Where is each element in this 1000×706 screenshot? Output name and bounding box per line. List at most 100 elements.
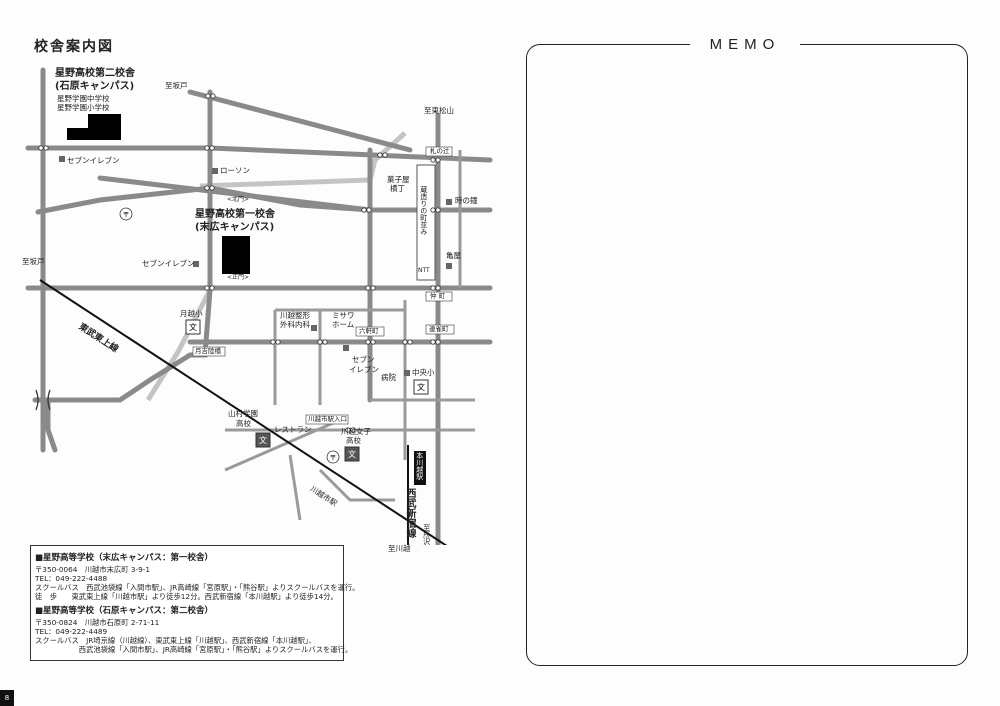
hon-kawagoe-station-label: 本川越駅: [415, 452, 424, 480]
yamamura-label-2: 高校: [236, 419, 251, 428]
campus1-name: 星野高校第一校舎: [195, 209, 275, 220]
campus1-tel: TEL：049-222-4488: [35, 574, 108, 583]
toki-no-kane-marker: [446, 199, 452, 205]
kashiya-label-1: 菓子屋: [387, 175, 410, 184]
joshi-label-2: 高校: [346, 436, 361, 445]
tsukiyoshi-bridge-box: [192, 346, 226, 357]
memo-box: [526, 44, 968, 666]
misawa-label-2: ホーム: [332, 320, 355, 329]
campus2-info-title: ■星野高等学校（石原キャンパス：第二校舎）: [35, 606, 214, 616]
post-symbol: 〒: [330, 454, 337, 462]
traffic-signal-icon: [361, 207, 372, 213]
traffic-signal-icon: [430, 285, 441, 291]
hospital-label: 病院: [381, 373, 396, 382]
campus1-building: [222, 236, 250, 274]
campus2-building: [67, 114, 121, 140]
lawson-label: ローソン: [220, 166, 250, 175]
seven-eleven-label-1: セブンイレブン: [67, 156, 120, 165]
joshi-label-1: 川越女子: [341, 427, 371, 436]
lawson-marker: [212, 168, 218, 174]
traffic-signal-icon: [38, 145, 49, 151]
seven-eleven-marker-1: [59, 156, 65, 162]
ntt-label: NTT: [418, 267, 430, 274]
hospital-marker-1: [311, 325, 317, 331]
light-road: [145, 288, 213, 402]
traffic-signal-icon: [205, 93, 216, 99]
seikei-label-2: 外科内科: [280, 320, 310, 329]
renjakucho-box: [425, 324, 455, 335]
rokkencho-box: [355, 326, 385, 337]
tobu-tojo-railway: [39, 279, 448, 545]
school-symbol: 文: [417, 382, 425, 392]
traffic-signal-icon: [377, 152, 388, 158]
page-title: 校舎案内図: [34, 39, 114, 55]
seven-eleven-marker-2: [193, 261, 199, 267]
memo-title: MEMO: [690, 36, 800, 53]
traffic-signal-icon: [345, 427, 356, 433]
to-sakado-left-label: 至坂戸: [22, 257, 45, 266]
kashiya-label-2: 横丁: [390, 184, 405, 193]
road: [32, 89, 213, 403]
road: [224, 418, 341, 472]
kurazukuri-label: 蔵造りの町並み: [419, 186, 428, 235]
fudanotsuji-label: 札の辻: [430, 147, 450, 155]
jhs-label: 星野学園中学校: [57, 94, 110, 103]
post-symbol: 〒: [123, 211, 130, 219]
campus1-address: 〒350-0064 川越市末広町 3-9-1: [35, 565, 151, 574]
tsuki-elem-label: 月越小: [180, 309, 203, 318]
campus2-bus-2: 西武池袋線「入間市駅」、JR高崎線「宮原駅」・「熊谷駅」よりスクールバスを運行。: [35, 645, 353, 654]
road: [97, 175, 373, 213]
overpass-icon: [35, 389, 51, 411]
campus2-bus-1: スクールバス JR埼京線（川越線）、東武東上線「川越駅」、西武新宿線「本川越駅」…: [35, 636, 316, 645]
traffic-signal-icon: [430, 339, 441, 345]
station-entrance-box: [305, 414, 349, 425]
renjakucho-label: 連雀町: [429, 325, 449, 333]
post-office-icon: [119, 207, 340, 464]
to-sakado-top-label: 至坂戸: [165, 81, 188, 90]
campus1-subname: (末広キャンパス): [195, 222, 275, 233]
traffic-signal-icon: [204, 185, 215, 191]
hon-kawagoe-station-box: [414, 451, 426, 485]
tsukiyoshi-bridge-label: 月吉陸橋: [195, 347, 221, 355]
rokkencho-label: 六軒町: [359, 327, 379, 335]
road: [45, 397, 58, 453]
kameya-label: 亀屋: [446, 251, 461, 260]
seven-eleven-label-3b: イレブン: [349, 365, 379, 374]
misawa-label-1: ミサワ: [332, 311, 355, 320]
chuo-elem-label: 中央小: [412, 368, 435, 377]
road: [288, 454, 302, 521]
campus1-bus: スクールバス 西武池袋線「入間市駅」、JR高崎線「宮原駅」・「熊谷駅」よりスクー…: [35, 583, 360, 592]
school-symbol: 文: [259, 435, 267, 445]
road: [318, 468, 395, 502]
access-info-box: ■星野高等学校（末広キャンパス：第一校舎） 〒350-0064 川越市末広町 3…: [30, 545, 359, 661]
traffic-signal-icon: [204, 145, 215, 151]
yamamura-label-1: 山村学園: [228, 409, 258, 418]
traffic-signal-icon: [365, 285, 376, 291]
school-symbol: 文: [348, 449, 356, 459]
to-tokorozawa-label: 至所沢: [422, 524, 431, 545]
kameya-marker: [446, 263, 452, 269]
seven-eleven-label-3a: セブン: [352, 355, 375, 364]
seven-eleven-label-2: セブンイレブン: [142, 259, 195, 268]
station-entrance-label: 川越市駅入口: [308, 415, 347, 423]
traffic-signal-icon: [270, 339, 281, 345]
campus2-address: 〒350-0824 川越市石原町 2-71-11: [35, 618, 160, 627]
restaurant-label: レストラン: [274, 425, 312, 434]
campus2-subname: (石原キャンパス): [55, 81, 135, 92]
to-higashi-matsuyama-label: 至東松山: [424, 106, 454, 115]
seven-eleven-marker-3: [343, 345, 349, 351]
campus1-walk: 徒 歩 東武東上線「川越市駅」より徒歩12分。西武新宿線「本川越駅」より徒歩14…: [35, 592, 338, 601]
traffic-signal-icon: [430, 207, 441, 213]
hospital-marker: [404, 370, 410, 376]
page-number: 8: [0, 690, 14, 706]
seibu-shinjuku-line-label: 西武新宿線: [404, 488, 415, 538]
kurazukuri-street: [416, 164, 436, 281]
main-gate-label: <正門>: [227, 274, 250, 281]
nakacho-label: 仲 町: [430, 292, 446, 300]
nakacho-box: [425, 291, 453, 302]
traffic-signal-icon: [317, 339, 328, 345]
campus-map: 文 文 文 文 〒 〒: [25, 67, 493, 545]
elem-label: 星野学園小学校: [57, 103, 110, 112]
traffic-signal-icon: [365, 339, 376, 345]
north-gate-label: <北門>: [227, 196, 250, 203]
